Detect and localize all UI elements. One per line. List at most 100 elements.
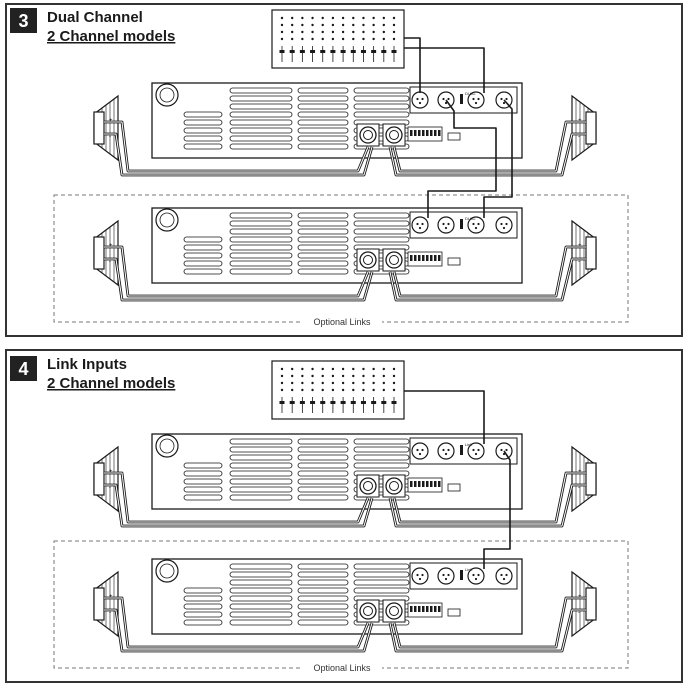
vent-slot [297, 462, 349, 469]
power-knob-icon [155, 83, 179, 107]
vent-slot [229, 486, 293, 493]
vent-slot [353, 571, 410, 578]
xlr-connector-icon [495, 567, 513, 585]
speaker-right-icon: +- [571, 570, 597, 638]
signal-cable [404, 47, 485, 93]
vent-slot [297, 220, 349, 227]
speaker-left-icon: +- [93, 219, 119, 287]
vent-slot [183, 478, 223, 485]
xlr-connector-icon [411, 216, 429, 234]
vent-slot [229, 95, 293, 102]
vent-slot [353, 212, 410, 219]
vent-slot [353, 579, 410, 586]
vent-slot [229, 579, 293, 586]
vent-slot [297, 103, 349, 110]
vent-slot [353, 103, 410, 110]
terminal-minus-label: - [578, 610, 580, 616]
vent-slot [353, 220, 410, 227]
panel-border [5, 3, 683, 337]
mode-switch [460, 219, 463, 229]
speaker-left-icon: +- [93, 94, 119, 162]
vent-slot [297, 252, 349, 259]
vent-slot [229, 446, 293, 453]
vent-slot [297, 587, 349, 594]
mixer-console [271, 9, 405, 69]
signal-cable [483, 175, 513, 218]
xlr-connector-icon [467, 216, 485, 234]
vent-slot [297, 478, 349, 485]
amplifier-unit: DUAL [151, 207, 523, 284]
vent-slot [229, 619, 293, 626]
amplifier-unit: Link [151, 433, 523, 510]
xlr-connector-icon [467, 567, 485, 585]
vent-slot [229, 268, 293, 275]
terminal-minus-label: - [578, 259, 580, 265]
vent-slot [297, 494, 349, 501]
vent-slot [183, 127, 223, 134]
vent-slot [229, 438, 293, 445]
vent-slot [229, 478, 293, 485]
panel-border [5, 349, 683, 683]
fuse-holder [447, 483, 461, 492]
vent-slot [353, 587, 410, 594]
vent-slot [297, 127, 349, 134]
vent-slot [229, 595, 293, 602]
panel-dual-channel: 3 Dual Channel 2 Channel models Optional… [5, 3, 683, 337]
panel-number-badge [10, 8, 37, 33]
vent-slot [353, 87, 410, 94]
vent-slot [183, 260, 223, 267]
vent-slot [183, 486, 223, 493]
speaker-right-icon: +- [571, 445, 597, 513]
speaker-left-icon: +- [93, 445, 119, 513]
vent-slot [229, 220, 293, 227]
vent-slot [229, 119, 293, 126]
amplifier-unit: Link [151, 558, 523, 635]
mixer-body [271, 9, 405, 69]
vent-slot [297, 87, 349, 94]
vent-slot [353, 95, 410, 102]
vent-slot [183, 619, 223, 626]
vent-slot [297, 486, 349, 493]
vent-slot [229, 563, 293, 570]
vent-slot [183, 268, 223, 275]
vent-slot [353, 563, 410, 570]
vent-slot [183, 135, 223, 142]
xlr-connector-icon [437, 567, 455, 585]
speaker-right-icon: +- [571, 94, 597, 162]
vent-slot [229, 228, 293, 235]
panel-subtitle: 2 Channel models [47, 28, 175, 45]
panel-title: Link Inputs [47, 356, 127, 373]
vent-slot [297, 611, 349, 618]
vent-slot [183, 494, 223, 501]
vent-slot [229, 236, 293, 243]
vent-slot [297, 619, 349, 626]
vent-slot [353, 446, 410, 453]
optional-links-label: Optional Links [313, 663, 371, 673]
vent-slot [183, 119, 223, 126]
vent-slot [183, 462, 223, 469]
signal-cable [404, 37, 421, 93]
vent-slot [229, 252, 293, 259]
vent-slot [229, 212, 293, 219]
vent-slot [297, 571, 349, 578]
power-knob-icon [155, 434, 179, 458]
speakon-connector-icon [359, 477, 377, 495]
vent-slot [297, 143, 349, 150]
vent-slot [183, 595, 223, 602]
dip-switch-bank [407, 477, 443, 493]
signal-cable [427, 175, 497, 218]
speakon-connector-icon [385, 602, 403, 620]
vent-slot [297, 135, 349, 142]
optional-links-label: Optional Links [313, 317, 371, 327]
vent-slot [297, 603, 349, 610]
vent-slot [229, 603, 293, 610]
mode-switch [460, 445, 463, 455]
vent-slot [297, 595, 349, 602]
speaker-left-icon: +- [93, 570, 119, 638]
mixer-body [271, 360, 405, 420]
vent-slot [229, 462, 293, 469]
vent-slot [297, 212, 349, 219]
vent-slot [353, 438, 410, 445]
vent-slot [297, 111, 349, 118]
xlr-connector-icon [437, 216, 455, 234]
